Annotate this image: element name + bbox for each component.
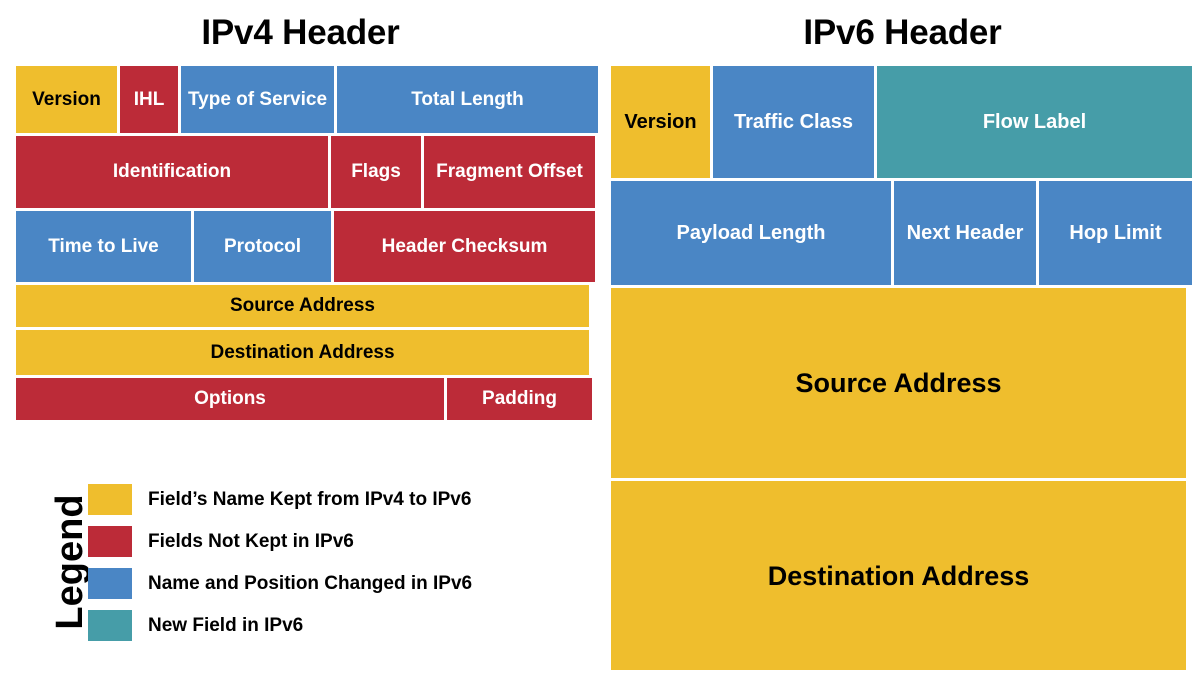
ipv4-panel-title: IPv4 Header xyxy=(201,13,400,52)
ipv6-panel-title: IPv6 Header xyxy=(803,13,1002,52)
ipv4-field-padding: Padding xyxy=(447,378,592,420)
ipv4-row: Destination Address xyxy=(16,330,589,375)
ipv4-field-time-to-live: Time to Live xyxy=(16,211,191,282)
ipv4-field-flags: Flags xyxy=(331,136,421,208)
ipv4-field-ihl: IHL xyxy=(120,66,178,133)
legend-item-new-field-in-ipv6: New Field in IPv6 xyxy=(88,610,472,641)
legend-label: Fields Not Kept in IPv6 xyxy=(148,530,354,552)
legend-item-field-s-name-kept-from-ipv4-to-ipv6: Field’s Name Kept from IPv4 to IPv6 xyxy=(88,484,472,515)
ipv4-field-options: Options xyxy=(16,378,444,420)
ipv6-field-traffic-class: Traffic Class xyxy=(713,66,874,178)
ipv4-field-protocol: Protocol xyxy=(194,211,331,282)
ipv6-field-next-header: Next Header xyxy=(894,181,1036,285)
ipv6-row: Source Address xyxy=(611,288,1186,478)
ipv4-field-identification: Identification xyxy=(16,136,328,208)
ipv6-field-source-address: Source Address xyxy=(611,288,1186,478)
ipv4-field-type-of-service: Type of Service xyxy=(181,66,334,133)
ipv4-row: Source Address xyxy=(16,285,589,327)
legend-label: Field’s Name Kept from IPv4 to IPv6 xyxy=(148,488,472,510)
legend-swatch-yellow xyxy=(88,484,132,515)
ipv6-row: Destination Address xyxy=(611,481,1186,670)
legend-item-name-and-position-changed-in-ipv6: Name and Position Changed in IPv6 xyxy=(88,568,472,599)
ipv6-field-payload-length: Payload Length xyxy=(611,181,891,285)
legend: Legend Field’s Name Kept from IPv4 to IP… xyxy=(20,472,580,652)
ipv4-field-destination-address: Destination Address xyxy=(16,330,589,375)
ipv6-field-hop-limit: Hop Limit xyxy=(1039,181,1192,285)
legend-swatch-blue xyxy=(88,568,132,599)
ipv4-field-source-address: Source Address xyxy=(16,285,589,327)
ipv6-field-destination-address: Destination Address xyxy=(611,481,1186,670)
legend-item-fields-not-kept-in-ipv6: Fields Not Kept in IPv6 xyxy=(88,526,472,557)
ipv4-field-fragment-offset: Fragment Offset xyxy=(424,136,595,208)
legend-title: Legend xyxy=(49,494,91,630)
legend-label: Name and Position Changed in IPv6 xyxy=(148,572,473,594)
ipv4-field-header-checksum: Header Checksum xyxy=(334,211,595,282)
ipv6-field-flow-label: Flow Label xyxy=(877,66,1192,178)
ipv6-field-version: Version xyxy=(611,66,710,178)
legend-swatch-red xyxy=(88,526,132,557)
ipv4-field-version: Version xyxy=(16,66,117,133)
legend-swatch-teal xyxy=(88,610,132,641)
legend-label: New Field in IPv6 xyxy=(148,614,304,636)
ipv4-field-total-length: Total Length xyxy=(337,66,598,133)
